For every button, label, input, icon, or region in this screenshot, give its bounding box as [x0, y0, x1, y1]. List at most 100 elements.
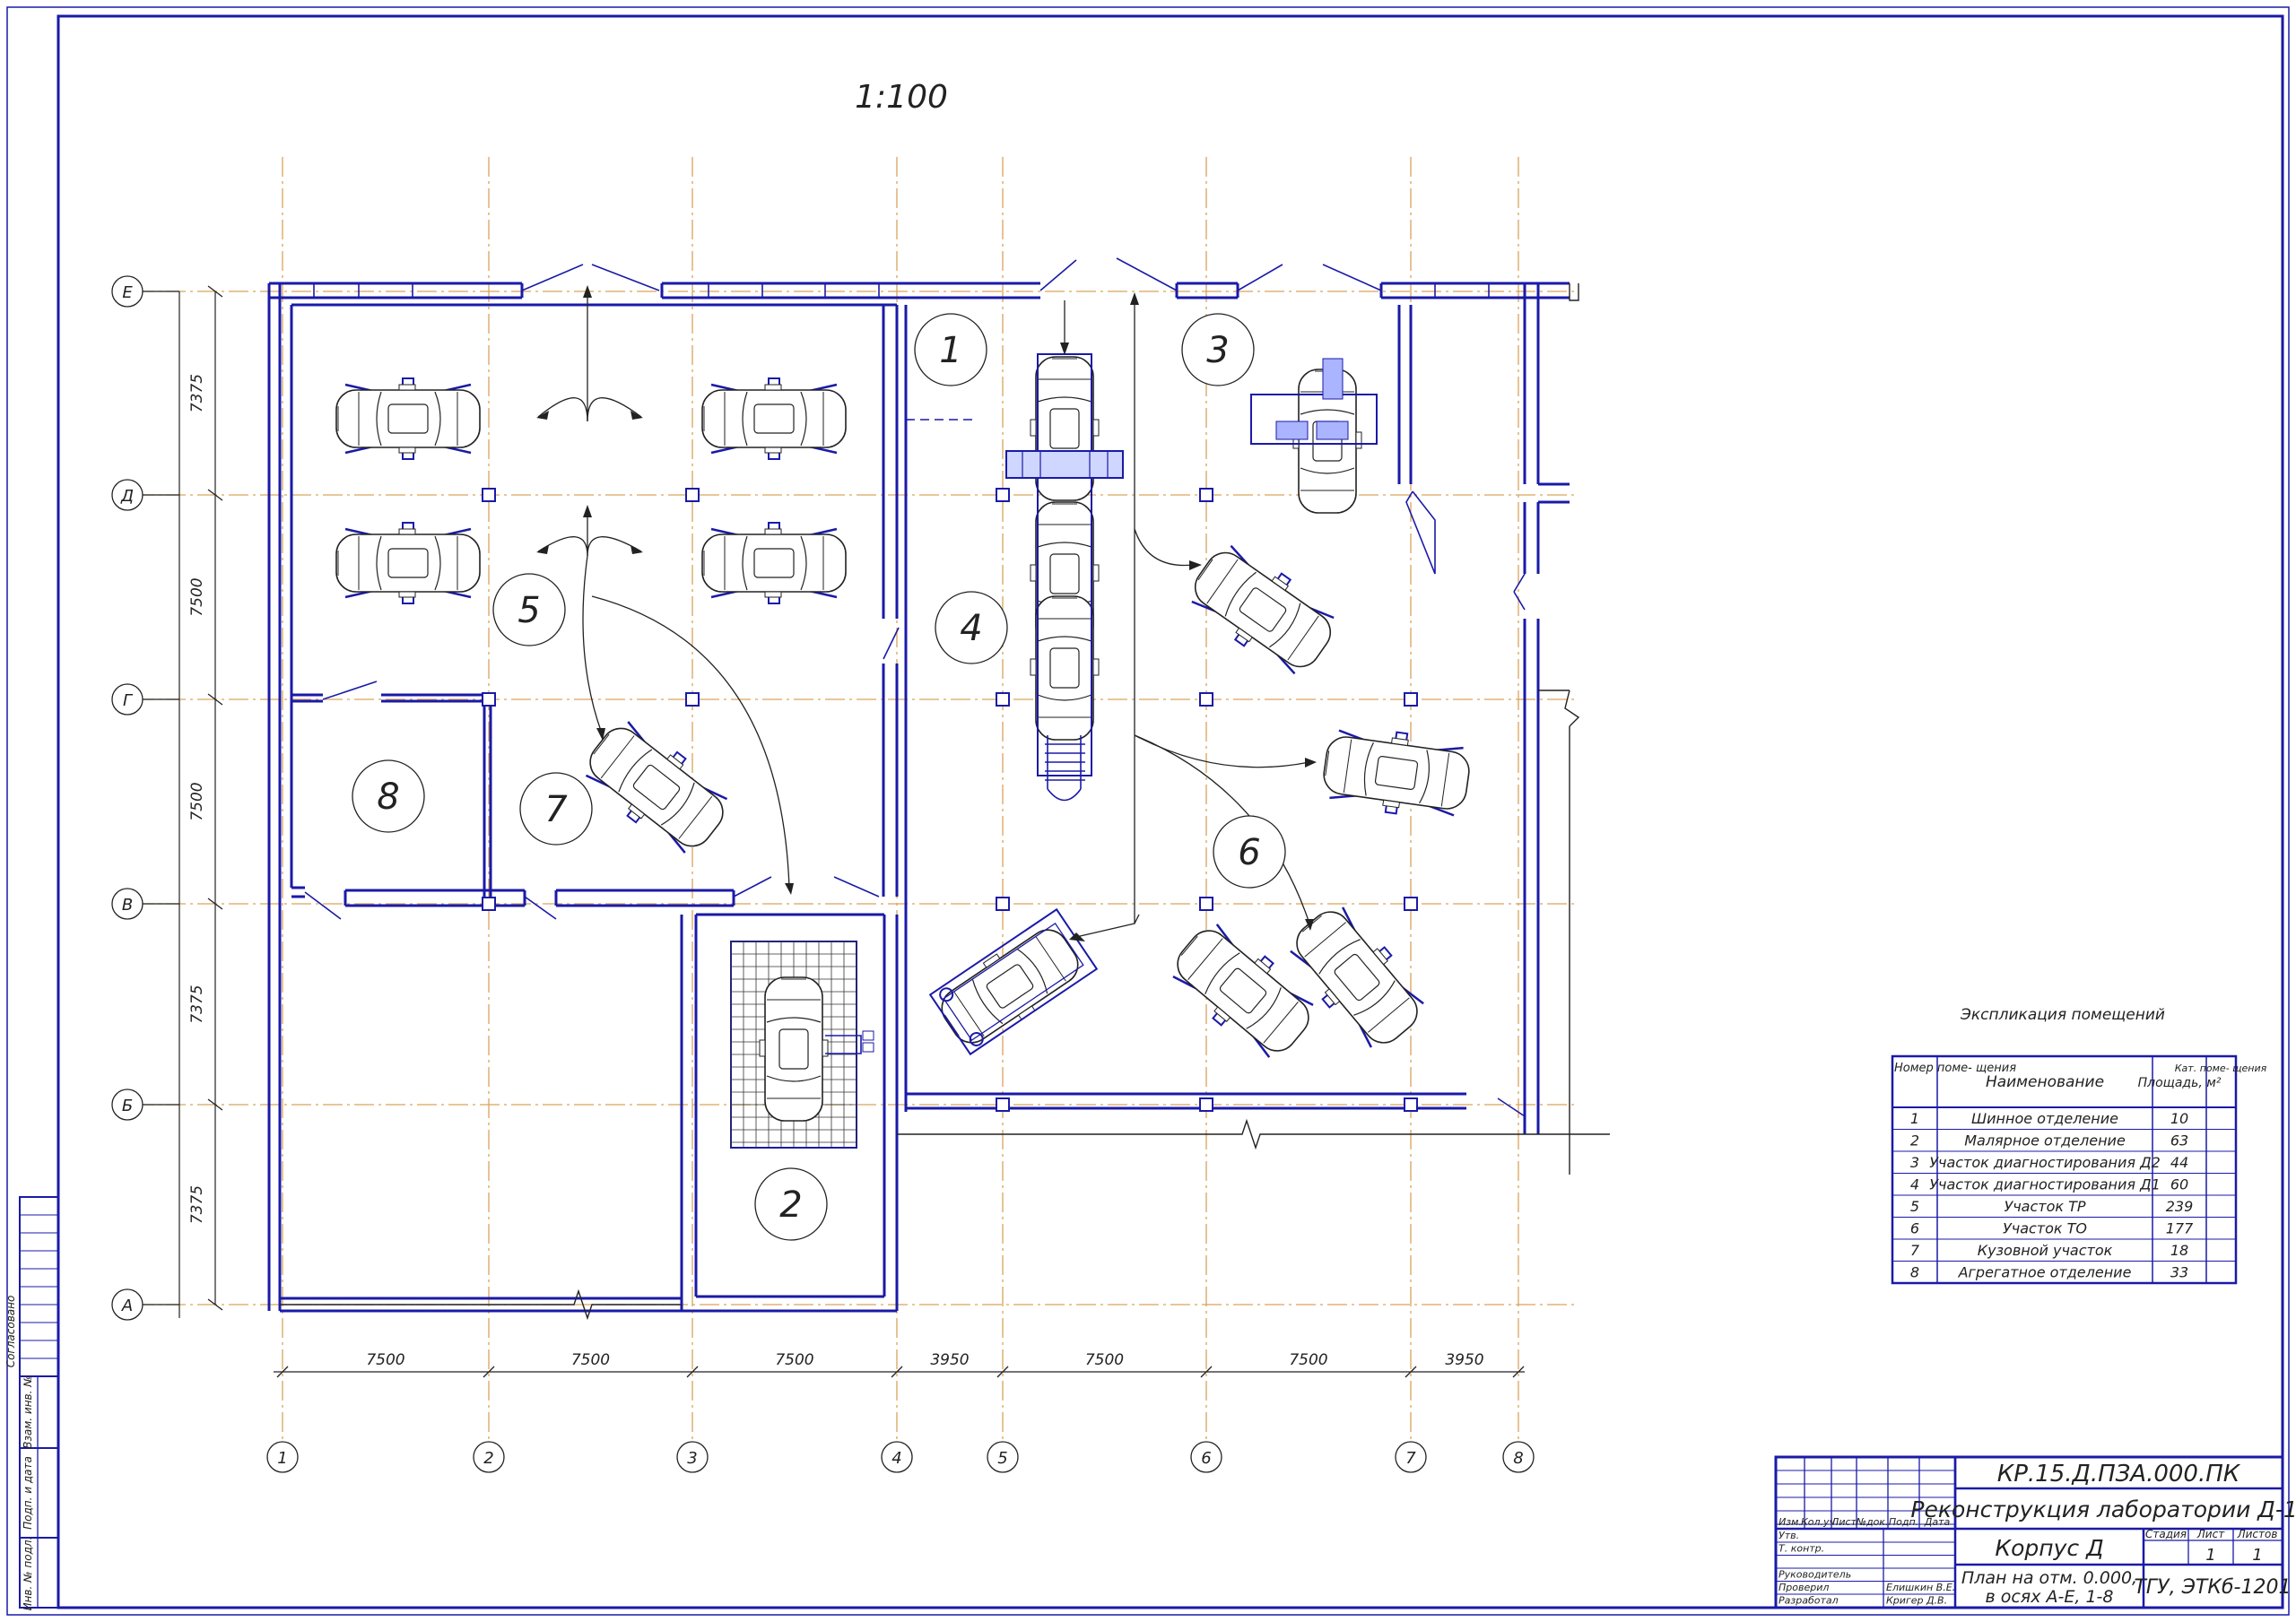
explication-header: Кат. поме- щения: [2175, 1063, 2267, 1074]
column-axis-bubble: 1: [266, 1441, 299, 1473]
axis-bubbles: Е Д Г В Б А 1 2 3 4 5 6 7 8: [111, 275, 1535, 1473]
svg-text:Участок диагностирования Д2: Участок диагностирования Д2: [1929, 1154, 2161, 1171]
vertical-dimension: 7375: [188, 984, 206, 1023]
svg-text:5: 5: [1910, 1198, 1919, 1215]
horizontal-dimension: 7500: [1085, 1351, 1124, 1369]
row-axis-label: А: [121, 1297, 133, 1315]
explication-header: Наименование: [1986, 1073, 2104, 1091]
horizontal-dimension: 7500: [366, 1351, 404, 1369]
room-marker: 3: [1181, 313, 1255, 386]
room-marker: 6: [1213, 815, 1286, 889]
car: [701, 522, 847, 604]
room-marker: 1: [914, 313, 987, 386]
title-role: Разработал: [1779, 1595, 1839, 1607]
explication-table: Экспликация помещений Номер поме- щенияН…: [1891, 1006, 2267, 1285]
row-axis-label: Е: [122, 283, 133, 302]
car: [1191, 544, 1335, 675]
stamp-label: Инв. № подл.: [22, 1537, 34, 1611]
svg-text:6: 6: [1910, 1220, 1919, 1237]
row-axis-bubble: Д: [111, 479, 179, 511]
car: [701, 377, 847, 460]
column-axis-bubble: 2: [473, 1441, 505, 1473]
room-number: 7: [544, 789, 568, 830]
svg-text:44: 44: [2170, 1154, 2188, 1171]
vertical-dimension: 7500: [188, 782, 206, 820]
horizontal-dimension: 7500: [775, 1351, 813, 1369]
stamp-label: Взам. инв. №: [22, 1375, 34, 1448]
room-marker: 2: [754, 1167, 828, 1241]
stage-label: Стадия: [2145, 1528, 2187, 1540]
svg-text:18: 18: [2170, 1242, 2188, 1259]
car: [335, 522, 481, 604]
explication-row: 7 Кузовной участок 18: [1910, 1242, 2188, 1259]
row-axis-bubble: Е: [111, 275, 179, 308]
title-col-header: Подп.: [1889, 1516, 1918, 1528]
row-axis-label: Б: [122, 1097, 133, 1115]
doc-code: КР.15.Д.ПЗА.000.ПК: [1997, 1461, 2241, 1488]
title-role: Проверил: [1779, 1582, 1829, 1593]
organization: ТГУ, ЭТКб-1201: [2134, 1576, 2291, 1599]
svg-text:7: 7: [1910, 1242, 1920, 1259]
svg-text:Малярное отделение: Малярное отделение: [1964, 1132, 2126, 1149]
room-marker: 5: [492, 573, 566, 646]
row-axis-bubble: В: [111, 888, 179, 920]
vehicles: [335, 356, 1470, 1122]
row-axis-label: Д: [120, 487, 134, 506]
stamp-label: Подп. и дата: [22, 1456, 34, 1530]
title-role: Утв.: [1779, 1530, 1799, 1541]
column-axis-label: 4: [891, 1449, 901, 1468]
structural-columns: [482, 488, 1418, 1112]
project-name: Реконструкция лаборатории Д-112: [1910, 1496, 2296, 1522]
column-axis-label: 8: [1513, 1449, 1523, 1468]
car: [759, 976, 829, 1122]
sheet-label: Лист: [2196, 1528, 2225, 1540]
room-number: 5: [517, 590, 540, 631]
row-axis-label: В: [122, 896, 133, 915]
svg-text:239: 239: [2166, 1198, 2194, 1215]
explication-title: Экспликация помещений: [1960, 1006, 2165, 1024]
drawing-frame: [57, 14, 2284, 1609]
column-axis-label: 5: [997, 1449, 1007, 1468]
column-axis-label: 7: [1405, 1449, 1416, 1468]
horizontal-dimension: 7500: [571, 1351, 610, 1369]
sheet-title: План на отм. 0.000,: [1961, 1568, 2137, 1588]
svg-text:3: 3: [1910, 1154, 1919, 1171]
column-axis-label: 2: [483, 1449, 493, 1468]
room-number: 3: [1206, 330, 1229, 371]
title-col-header: Дата: [1924, 1516, 1951, 1528]
vertical-dimension: 7375: [188, 1185, 206, 1224]
title-col-header: Лист: [1831, 1516, 1857, 1528]
car: [1323, 729, 1470, 817]
svg-text:Кузовной участок: Кузовной участок: [1978, 1242, 2113, 1259]
horizontal-dimension: 3950: [930, 1351, 969, 1369]
traffic-arrows: [537, 296, 1310, 938]
sheet-title: в осях А-Е, 1-8: [1986, 1587, 2114, 1607]
svg-text:Участок диагностирования Д1: Участок диагностирования Д1: [1929, 1176, 2161, 1193]
object-name: Корпус Д: [1995, 1535, 2103, 1561]
vertical-dimension: 7375: [188, 374, 206, 412]
sheet-number: 1: [2205, 1546, 2215, 1565]
car: [335, 377, 481, 460]
column-axis-bubble: 3: [676, 1441, 709, 1473]
car: [1172, 924, 1314, 1058]
svg-text:60: 60: [2170, 1176, 2188, 1193]
car: [1030, 595, 1100, 741]
explication-header: Номер поме- щения: [1894, 1062, 2016, 1075]
svg-text:Агрегатное отделение: Агрегатное отделение: [1958, 1264, 2132, 1281]
row-axis-label: Г: [123, 691, 134, 710]
row-axis-bubble: Г: [111, 683, 179, 716]
room-number: 4: [960, 608, 982, 649]
svg-text:4: 4: [1910, 1176, 1919, 1193]
inspection-ramp: [1005, 353, 1124, 802]
column-axis-label: 1: [277, 1449, 287, 1468]
sheets-count: 1: [2252, 1546, 2262, 1565]
title-role: Руководитель: [1779, 1569, 1851, 1581]
explication-header: Площадь, м²: [2138, 1076, 2222, 1090]
column-axis-bubble: 5: [987, 1441, 1019, 1473]
horizontal-dimension: 3950: [1445, 1351, 1483, 1369]
